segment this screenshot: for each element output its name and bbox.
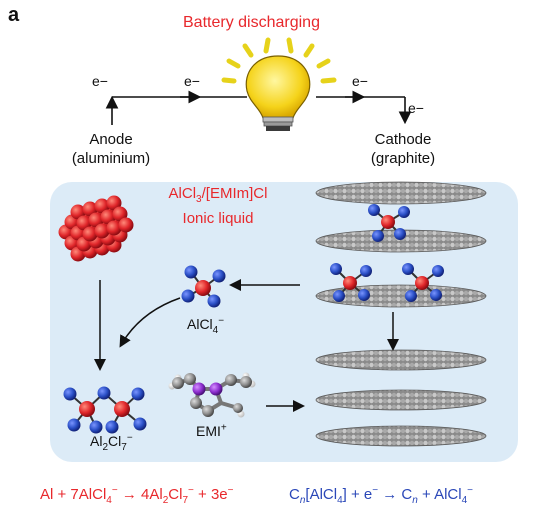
intercalated-anion-3	[402, 263, 444, 302]
electron-label-left: e−	[184, 73, 200, 89]
aluminium-atom	[112, 206, 128, 222]
aluminium-atom	[106, 220, 122, 236]
alcl4-anion	[181, 265, 226, 308]
emi-cation	[168, 372, 256, 418]
light-bulb-icon	[245, 55, 311, 131]
ionic-liquid-formula: AlCl3/[EMIm]Cl	[168, 185, 268, 205]
intercalated-anion-1	[368, 204, 410, 242]
al2cl7-anion	[63, 386, 147, 434]
aluminium-atom	[82, 201, 98, 217]
aluminium-cluster	[58, 195, 134, 262]
cathode-label: Cathode(graphite)	[370, 131, 436, 167]
anode-reaction: Al + 7AlCl4− → 4Al2Cl7− + 3e−	[40, 485, 234, 506]
al2cl7-label: Al2Cl7−	[90, 432, 133, 453]
aluminium-atom	[106, 195, 122, 211]
panel-label: a	[8, 4, 20, 26]
emi-label: EMI+	[196, 422, 227, 439]
aluminium-atom	[76, 215, 92, 231]
intercalated-anion-2	[330, 263, 372, 302]
electron-label-cathode: e−	[408, 100, 424, 116]
aluminium-atom	[94, 223, 110, 239]
arrow-alcl4-to-al2cl7	[119, 297, 181, 348]
aluminium-atom	[100, 209, 116, 225]
anode-label: Anode(aluminium)	[71, 131, 151, 167]
electrolyte-panel	[50, 181, 518, 462]
alcl4-label: AlCl4−	[187, 315, 225, 336]
aluminium-atom	[70, 204, 86, 220]
aluminium-atom	[88, 212, 104, 228]
cathode-reaction: Cn[AlCl4] + e− → Cn + AlCl4−	[289, 485, 474, 506]
electron-label-right: e−	[352, 73, 368, 89]
circuit-diagram	[105, 37, 412, 131]
aluminium-atom	[94, 198, 110, 214]
electron-label-anode: e−	[92, 73, 108, 89]
light-rays	[221, 37, 337, 84]
diagram-title: Battery discharging	[183, 14, 320, 31]
aluminium-atom	[82, 226, 98, 242]
aluminium-atom	[118, 217, 134, 233]
ionic-liquid-label: AlCl3/[EMIm]Cl Ionic liquid	[158, 184, 278, 228]
